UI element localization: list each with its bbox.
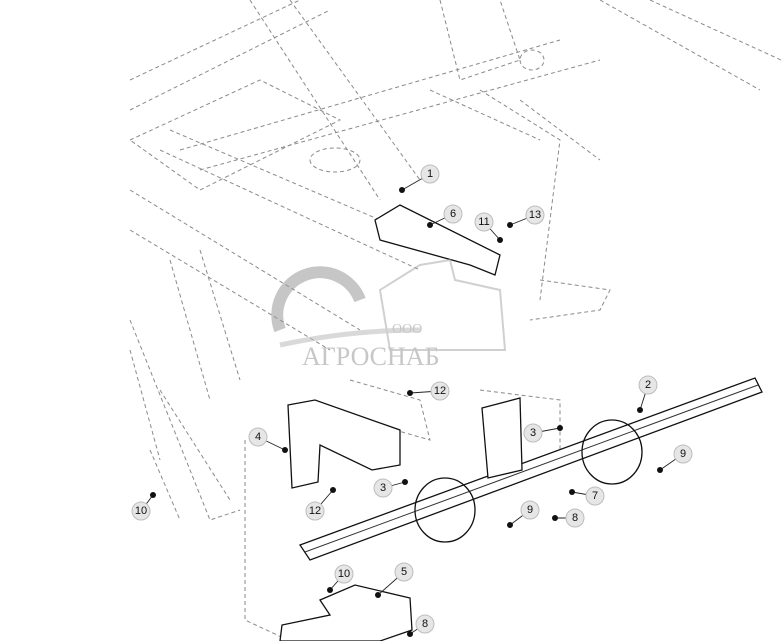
part-4-bracket [287,399,401,489]
callout-4: 4 [248,427,268,447]
callout-number: 10 [338,568,350,580]
fastener-icon [569,489,575,495]
callout-number: 3 [530,427,536,439]
callout-number: 2 [645,379,651,391]
callout-number: 13 [529,209,541,221]
fastener-icon [375,592,381,598]
fastener-icon [407,631,413,637]
callout-number: 12 [434,385,446,397]
fastener-icon [497,237,503,243]
callout-number: 9 [680,448,686,460]
callout-13: 13 [525,205,545,225]
callout-10: 10 [131,501,151,521]
callout-3: 3 [523,423,543,443]
part-6-bracket [374,204,501,276]
callout-number: 1 [427,168,433,180]
callout-number: 6 [450,208,456,220]
watermark-company-form: ООО [392,322,422,337]
callout-number: 7 [592,490,598,502]
callout-number: 5 [401,566,407,578]
fastener-icon [507,522,513,528]
callout-number: 8 [572,512,578,524]
watermark-brand: АГРОСНАБ [302,342,440,371]
callout-number: 12 [309,505,321,517]
callout-8: 8 [565,508,585,528]
fastener-icon [427,222,433,228]
callout-number: 4 [255,431,261,443]
callout-7: 7 [585,486,605,506]
fastener-icon [282,447,288,453]
fastener-icon [657,467,663,473]
fastener-icon [402,479,408,485]
callout-10: 10 [334,564,354,584]
fastener-icon [507,222,513,228]
part-5-bracket [279,584,413,641]
center-post [481,397,523,479]
fastener-icon [557,425,563,431]
callout-5: 5 [394,562,414,582]
callout-11: 11 [474,212,494,232]
callout-12: 12 [430,381,450,401]
callout-1: 1 [420,164,440,184]
fastener-icon [552,515,558,521]
fastener-icon [330,487,336,493]
callout-6: 6 [443,204,463,224]
fastener-icon [399,187,405,193]
callout-2: 2 [638,375,658,395]
callout-number: 3 [380,482,386,494]
watermark-logo: ООО АГРОСНАБ [271,258,507,371]
disc-left [414,477,476,543]
callout-3: 3 [373,478,393,498]
fastener-icon [637,407,643,413]
background-frame [129,0,781,641]
disc-right [581,419,643,485]
fastener-icon [327,587,333,593]
callout-number: 11 [478,216,489,228]
callout-number: 10 [135,505,147,517]
callout-number: 8 [422,618,428,630]
callout-8: 8 [415,614,435,634]
callout-9: 9 [673,444,693,464]
callout-12: 12 [305,501,325,521]
fastener-icon [150,492,156,498]
callout-number: 9 [527,504,533,516]
callout-9: 9 [520,500,540,520]
fastener-icon [407,390,413,396]
